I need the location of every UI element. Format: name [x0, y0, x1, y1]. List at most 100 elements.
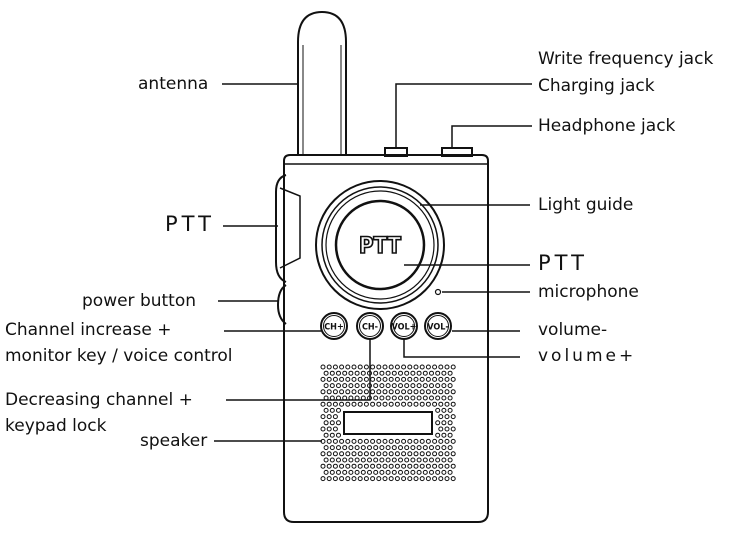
label-ptt-front: PTT — [538, 251, 588, 275]
grille-dot — [413, 451, 419, 457]
grille-dot — [447, 420, 453, 426]
grille-dot — [444, 401, 450, 407]
label-microphone: microphone — [538, 282, 639, 302]
grille-dot — [370, 389, 376, 395]
grille-dot — [398, 445, 403, 451]
grille-dot — [391, 370, 397, 376]
grille-dot — [348, 469, 354, 475]
grille-dot — [407, 451, 413, 457]
grille-dot — [326, 426, 332, 432]
grille-dot — [320, 451, 326, 457]
grille-dot — [401, 376, 407, 382]
grille-dot — [329, 383, 335, 389]
grille-dot — [370, 451, 376, 457]
grille-dot — [388, 389, 394, 395]
grille-dot — [394, 476, 400, 482]
grille-dot — [435, 432, 441, 438]
grille-dot — [370, 438, 376, 444]
grille-dot — [323, 383, 329, 389]
grille-dot — [404, 370, 410, 376]
grille-dot — [332, 389, 338, 395]
grille-dot — [382, 451, 388, 457]
grille-dot — [450, 476, 456, 482]
grille-dot — [345, 376, 351, 382]
grille-dot — [413, 376, 419, 382]
grille-dot — [351, 463, 357, 469]
grille-dot — [425, 451, 431, 457]
grille-dot — [376, 476, 382, 482]
grille-dot — [351, 476, 357, 482]
power-button — [276, 284, 287, 325]
grille-dot — [379, 395, 385, 401]
grille-dot — [367, 457, 372, 463]
grille-dot — [363, 364, 369, 370]
grille-dot — [432, 438, 438, 444]
grille-dot — [413, 389, 419, 395]
grille-dot — [388, 463, 394, 469]
grille-dot — [339, 476, 345, 482]
label-volume-plus: volume+ — [538, 346, 637, 366]
grille-dot — [416, 457, 422, 463]
grille-dot — [332, 426, 338, 432]
grille-dot — [320, 426, 326, 432]
grille-dot — [388, 451, 394, 457]
grille-dot — [354, 445, 360, 451]
grille-dot — [438, 401, 444, 407]
grille-dot — [385, 445, 391, 451]
grille-dot — [413, 364, 419, 370]
grille-dot — [401, 476, 407, 482]
grille-dot — [447, 395, 453, 401]
grille-dot — [416, 445, 422, 451]
label-volume-minus: volume- — [538, 320, 608, 340]
grille-dot — [382, 376, 388, 382]
grille-dot — [438, 389, 444, 395]
grille-dot — [429, 370, 434, 376]
grille-dot — [450, 438, 456, 444]
grille-dot — [413, 463, 419, 469]
grille-dot — [425, 401, 431, 407]
grille-dot — [376, 364, 382, 370]
grille-dot — [360, 383, 366, 389]
grille-dot — [450, 389, 456, 395]
grille-dot — [391, 469, 397, 475]
grille-dot — [407, 389, 413, 395]
grille-dot — [370, 463, 376, 469]
grille-dot — [339, 451, 345, 457]
grille-dot — [336, 445, 341, 451]
grille-dot — [438, 426, 444, 432]
grille-dot — [379, 445, 385, 451]
grille-dot — [432, 451, 438, 457]
grille-dot — [323, 432, 329, 438]
grille-dot — [394, 438, 400, 444]
label-keypad-lock: keypad lock — [5, 416, 107, 436]
grille-dot — [382, 463, 388, 469]
speaker-grille — [320, 364, 456, 482]
grille-dot — [425, 476, 431, 482]
grille-dot — [394, 401, 400, 407]
grille-dot — [441, 395, 447, 401]
grille-dot — [441, 445, 447, 451]
grille-dot — [429, 457, 434, 463]
grille-dot — [435, 383, 441, 389]
label-power-button: power button — [82, 291, 197, 311]
grille-dot — [450, 401, 456, 407]
grille-dot — [401, 401, 407, 407]
grille-dot — [432, 376, 438, 382]
grille-dot — [379, 383, 385, 389]
grille-dot — [394, 463, 400, 469]
grille-dot — [419, 401, 425, 407]
grille-dot — [413, 401, 419, 407]
label-headphone-jack: Headphone jack — [538, 116, 676, 136]
grille-dot — [342, 370, 348, 376]
grille-dot — [394, 364, 400, 370]
grille-dot — [401, 389, 407, 395]
grille-dot — [363, 476, 369, 482]
grille-dot — [332, 476, 338, 482]
grille-dot — [323, 370, 329, 376]
grille-dot — [435, 407, 441, 413]
grille-dot — [394, 376, 400, 382]
grille-dot — [357, 401, 363, 407]
grille-dot — [323, 420, 329, 426]
grille-dot — [329, 445, 335, 451]
grille-dot — [345, 476, 351, 482]
